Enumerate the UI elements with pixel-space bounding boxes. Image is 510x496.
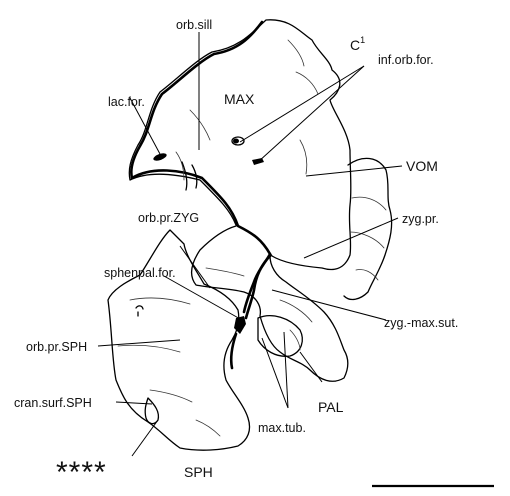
cranial-surface-notch (144, 397, 160, 425)
label-lac-for: lac.for. (108, 95, 145, 109)
sphenoid-outline (107, 229, 251, 451)
label-sphenpal-for: sphenpal.for. (104, 266, 176, 280)
palatine-outline (257, 315, 303, 357)
maxilla-notch (181, 161, 198, 191)
vomer-outline (343, 157, 393, 301)
leader-stars (131, 419, 159, 457)
zygomatic-maxillary-suture (244, 254, 272, 320)
label-orb-pr-zyg: orb.pr.ZYG (138, 211, 199, 225)
sphenopalatine-rim (229, 332, 238, 370)
leader-orb-pr-sph (97, 339, 181, 347)
sphenoid-texture (117, 297, 221, 437)
sphenopalatine-foramen (234, 316, 246, 334)
leader-zyg-max-sut (271, 289, 387, 321)
infraorbital-foramen-upper (231, 136, 245, 146)
leader-cran-surf-sph (115, 401, 153, 405)
leader-pal (299, 351, 323, 383)
label-sph: SPH (184, 464, 213, 480)
sphenoid-small-mark (135, 305, 144, 317)
label-inf-orb-for: inf.orb.for. (378, 53, 434, 67)
leader-lac-for (129, 97, 161, 155)
zygomatic-outline (190, 225, 349, 382)
label-max-tub: max.tub. (258, 421, 306, 435)
orbital-floor-margin (130, 169, 272, 314)
zygomatic-texture (205, 267, 313, 351)
label-vom: VOM (406, 158, 438, 174)
lacrimal-foramen (153, 153, 167, 161)
label-stars: **** (56, 456, 107, 489)
vomer-texture (349, 196, 387, 281)
leader-max-tub (283, 331, 289, 409)
label-c1: C1 (350, 35, 365, 53)
orbital-sill-line (129, 20, 264, 180)
leader-sphenpal-for (163, 275, 243, 321)
maxilla-texture (175, 39, 319, 181)
maxilla-outline (128, 19, 352, 271)
label-max: MAX (224, 91, 255, 107)
leader-inf-orb-for-1 (239, 65, 365, 143)
leader-max-tub-2 (261, 337, 289, 409)
leader-orb-pr-zyg (179, 245, 211, 289)
label-zyg-max-sut: zyg.-max.sut. (384, 316, 458, 330)
label-orb-pr-sph: orb.pr.SPH (26, 340, 87, 354)
leader-vom (305, 165, 403, 177)
label-cran-surf-sph: cran.surf.SPH (14, 396, 92, 410)
infraorbital-foramen-upper-fill (233, 138, 239, 144)
label-zyg-pr: zyg.pr. (402, 212, 439, 226)
leader-zyg-pr (303, 217, 399, 259)
leader-inf-orb-for-2 (257, 65, 365, 163)
label-orb-sill: orb.sill (176, 18, 212, 32)
label-pal: PAL (318, 399, 344, 415)
